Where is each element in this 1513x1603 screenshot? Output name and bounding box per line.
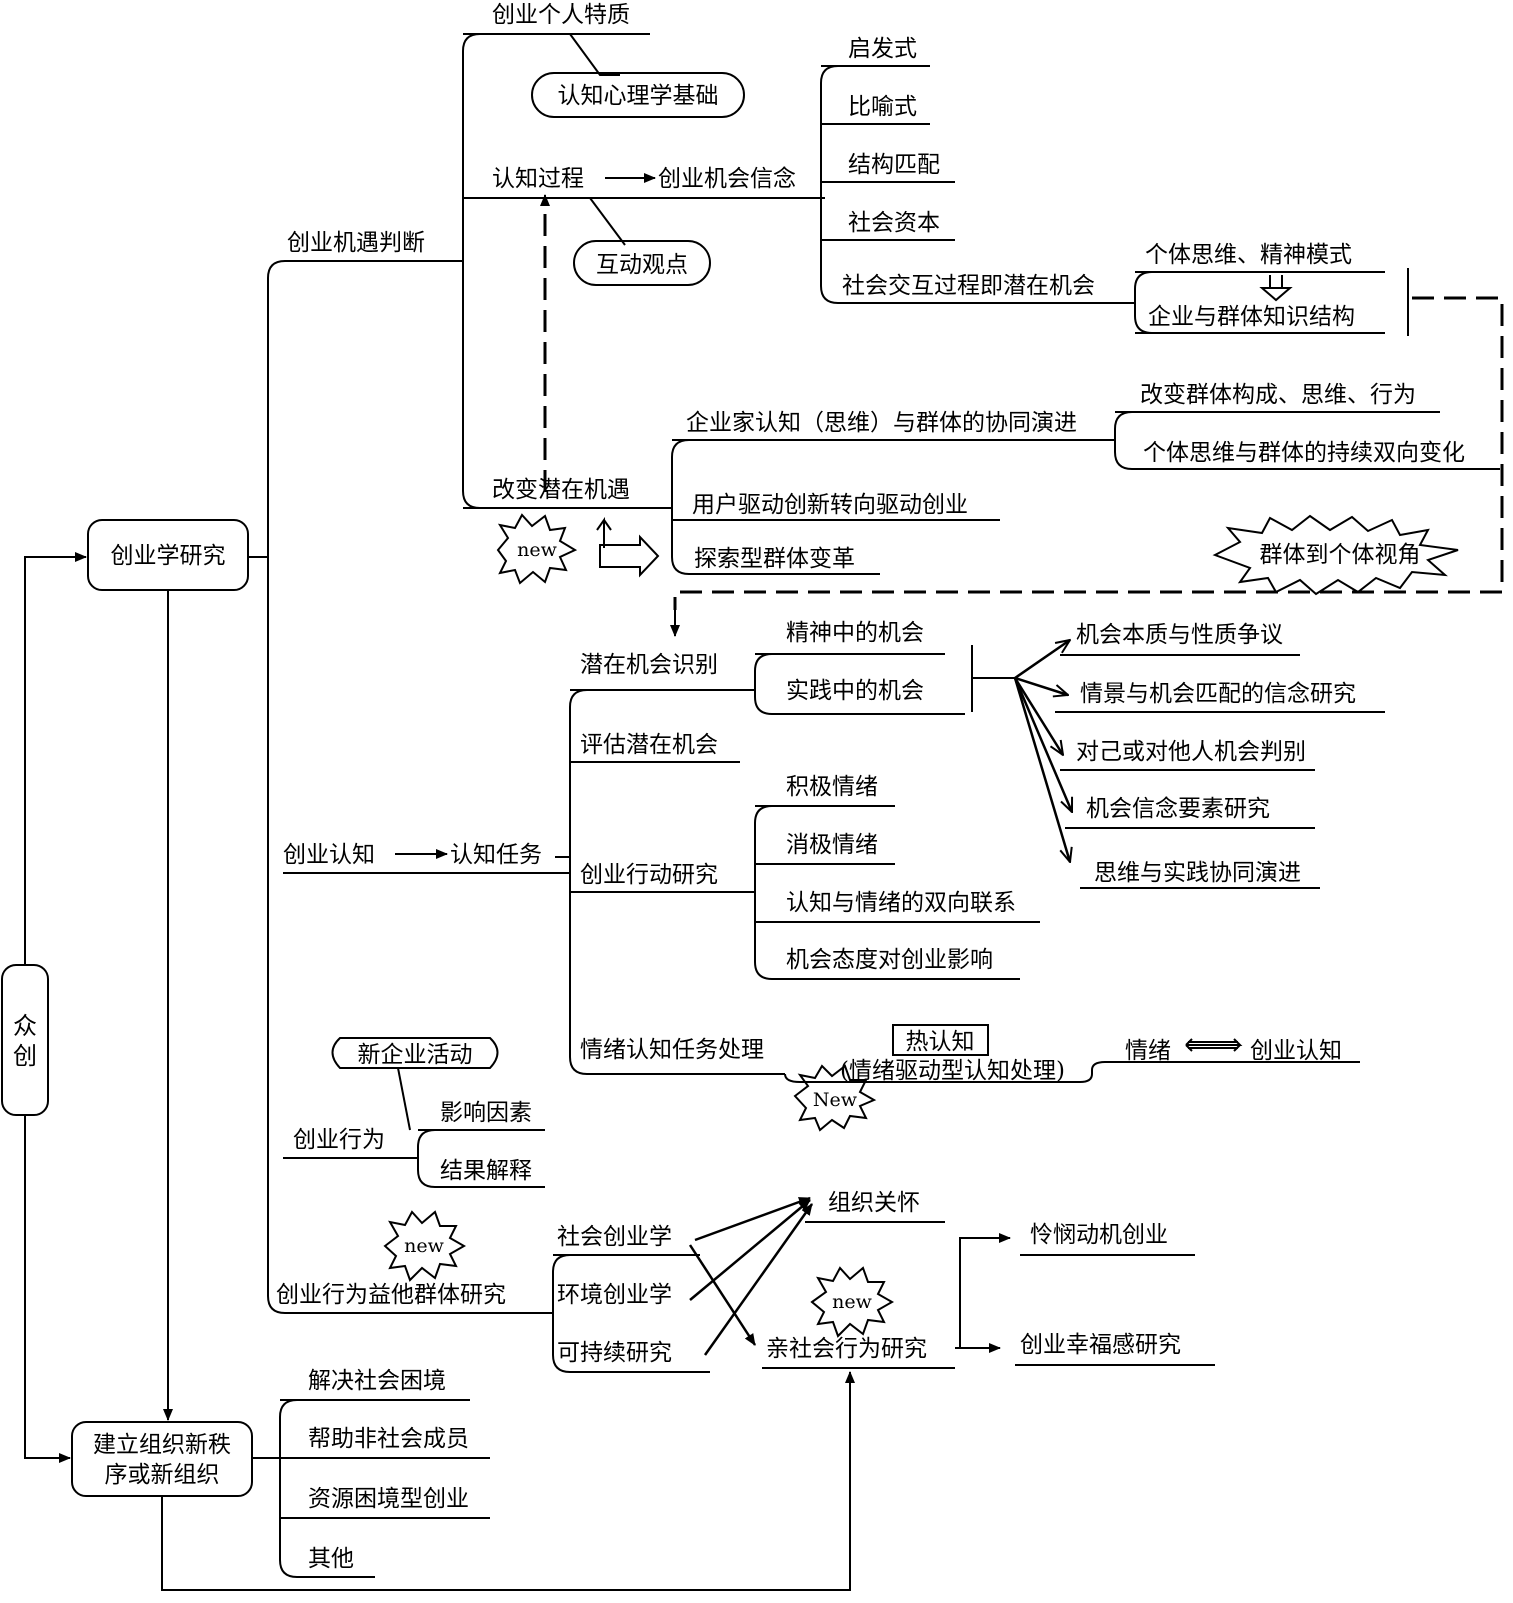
- hollow-down-arrow-icon: [1259, 275, 1293, 302]
- new-org-label-2: 序或新组织: [105, 1462, 220, 1488]
- cognitive-psych-bubble: [531, 72, 745, 118]
- new-org-label-1: 建立组织新秩: [93, 1432, 231, 1458]
- starburst-icon: new: [496, 513, 578, 585]
- belief-elements: 机会信念要素研究: [1086, 796, 1270, 822]
- org-care: 组织关怀: [828, 1190, 920, 1216]
- bidirectional-change: 个体思维与群体的持续双向变化: [1143, 440, 1465, 466]
- heuristic: 启发式: [848, 36, 917, 62]
- org-knowledge: 企业与群体知识结构: [1148, 304, 1355, 330]
- opportunity-judgment-label: 创业机遇判断: [287, 230, 425, 256]
- prosocial-label: 创业行为益他群体研究: [276, 1282, 506, 1308]
- opportunity-belief: 创业机会信念: [658, 166, 796, 192]
- factors: 影响因素: [440, 1100, 532, 1126]
- group-to-individual-label: 群体到个体视角: [1260, 542, 1421, 568]
- new-badge-4: new: [832, 1291, 872, 1313]
- new-venture: 新企业活动: [358, 1042, 473, 1068]
- hot-cognition: 热认知: [906, 1029, 975, 1055]
- wellbeing: 创业幸福感研究: [1020, 1332, 1181, 1358]
- interaction-view-bubble: [573, 240, 711, 286]
- arrow-to-research: [24, 552, 87, 965]
- coevolution: 企业家认知（思维）与群体的协同演进: [686, 410, 1077, 436]
- practice-opportunity: 实践中的机会: [786, 678, 924, 704]
- mental-opportunity: 精神中的机会: [786, 620, 924, 646]
- arrow-new-org-to-prosocial: [161, 1371, 855, 1591]
- node-research: 创业学研究: [87, 519, 249, 591]
- node-zhongchuang: 众 创: [1, 964, 49, 1116]
- negative-emotion: 消极情绪: [786, 832, 878, 858]
- emotion-driven: (情绪驱动型认知处理): [840, 1058, 1065, 1084]
- help-non-members: 帮助非社会成员: [308, 1426, 469, 1452]
- prosocial-research: 亲社会行为研究: [766, 1336, 927, 1362]
- results: 结果解释: [440, 1158, 532, 1184]
- cognitive-psych-label: 认知心理学基础: [558, 83, 719, 109]
- positive-emotion: 积极情绪: [786, 774, 878, 800]
- starburst-icon: New: [793, 1064, 877, 1132]
- emotion-task: 情绪认知任务处理: [580, 1037, 764, 1063]
- sustainable: 可持续研究: [557, 1340, 672, 1366]
- dashed-feedback-loop: [673, 296, 1504, 610]
- attitude-effect: 机会态度对创业影响: [786, 947, 993, 973]
- nature-debate: 机会本质与性质争议: [1076, 622, 1283, 648]
- cognition-label: 创业认知: [283, 842, 375, 868]
- social-capital: 社会资本: [848, 210, 940, 236]
- starburst-icon: new: [810, 1266, 895, 1338]
- belief-match: 情景与机会匹配的信念研究: [1080, 681, 1356, 707]
- zhongchuang-char-2: 创: [13, 1042, 37, 1070]
- hollow-arrow-icon: [596, 516, 612, 548]
- resource-dilemma: 资源困境型创业: [308, 1486, 469, 1512]
- research-label: 创业学研究: [111, 543, 226, 569]
- potential-recognition: 潜在机会识别: [580, 652, 718, 678]
- structure-match: 结构匹配: [848, 152, 940, 178]
- self-other: 对己或对他人机会判别: [1076, 739, 1306, 765]
- arrow-to-new-org: [24, 1115, 71, 1463]
- ent-cognition: 创业认知: [1250, 1038, 1342, 1064]
- social-ent: 社会创业学: [557, 1224, 672, 1250]
- evaluate: 评估潜在机会: [580, 732, 718, 758]
- double-arrow-icon: [599, 534, 660, 578]
- burst-group-to-individual: 群体到个体视角: [1212, 514, 1459, 596]
- change-potential: 改变潜在机遇: [492, 477, 630, 503]
- zhongchuang-char-1: 众: [13, 1012, 37, 1040]
- interaction-view-label: 互动观点: [596, 252, 688, 278]
- cog-emotion-link: 认知与情绪的双向联系: [786, 890, 1016, 916]
- new-venture-bubble: 新企业活动: [331, 1037, 499, 1069]
- bidirectional-arrow-icon: [1185, 1038, 1243, 1052]
- new-badge-2: New: [813, 1089, 858, 1111]
- trunk-bracket: [267, 260, 286, 1314]
- new-badge-3: new: [404, 1235, 444, 1257]
- env-ent: 环境创业学: [557, 1282, 672, 1308]
- compassion: 怜悯动机创业: [1030, 1222, 1168, 1248]
- exploratory-change: 探索型群体变革: [694, 546, 855, 572]
- cognition-task: 认知任务: [450, 842, 542, 868]
- node-new-org: 建立组织新秩 序或新组织: [71, 1421, 253, 1497]
- change-group: 改变群体构成、思维、行为: [1140, 382, 1416, 408]
- new-badge-1: new: [517, 539, 557, 561]
- social-dilemma: 解决社会困境: [308, 1368, 446, 1394]
- individual-thinking: 个体思维、精神模式: [1145, 242, 1352, 268]
- thought-practice: 思维与实践协同演进: [1094, 860, 1301, 886]
- emotion: 情绪: [1125, 1038, 1171, 1064]
- personal-traits: 创业个人特质: [492, 2, 630, 28]
- hot-cognition-box: [892, 1024, 989, 1056]
- behavior-label: 创业行为: [293, 1127, 385, 1153]
- other: 其他: [308, 1546, 354, 1572]
- user-driven: 用户驱动创新转向驱动创业: [692, 492, 968, 518]
- starburst-icon: new: [383, 1210, 467, 1282]
- social-interaction: 社会交互过程即潜在机会: [842, 273, 1095, 299]
- cognitive-process: 认知过程: [492, 166, 584, 192]
- action-research: 创业行动研究: [580, 862, 718, 888]
- metaphor: 比喻式: [848, 94, 917, 120]
